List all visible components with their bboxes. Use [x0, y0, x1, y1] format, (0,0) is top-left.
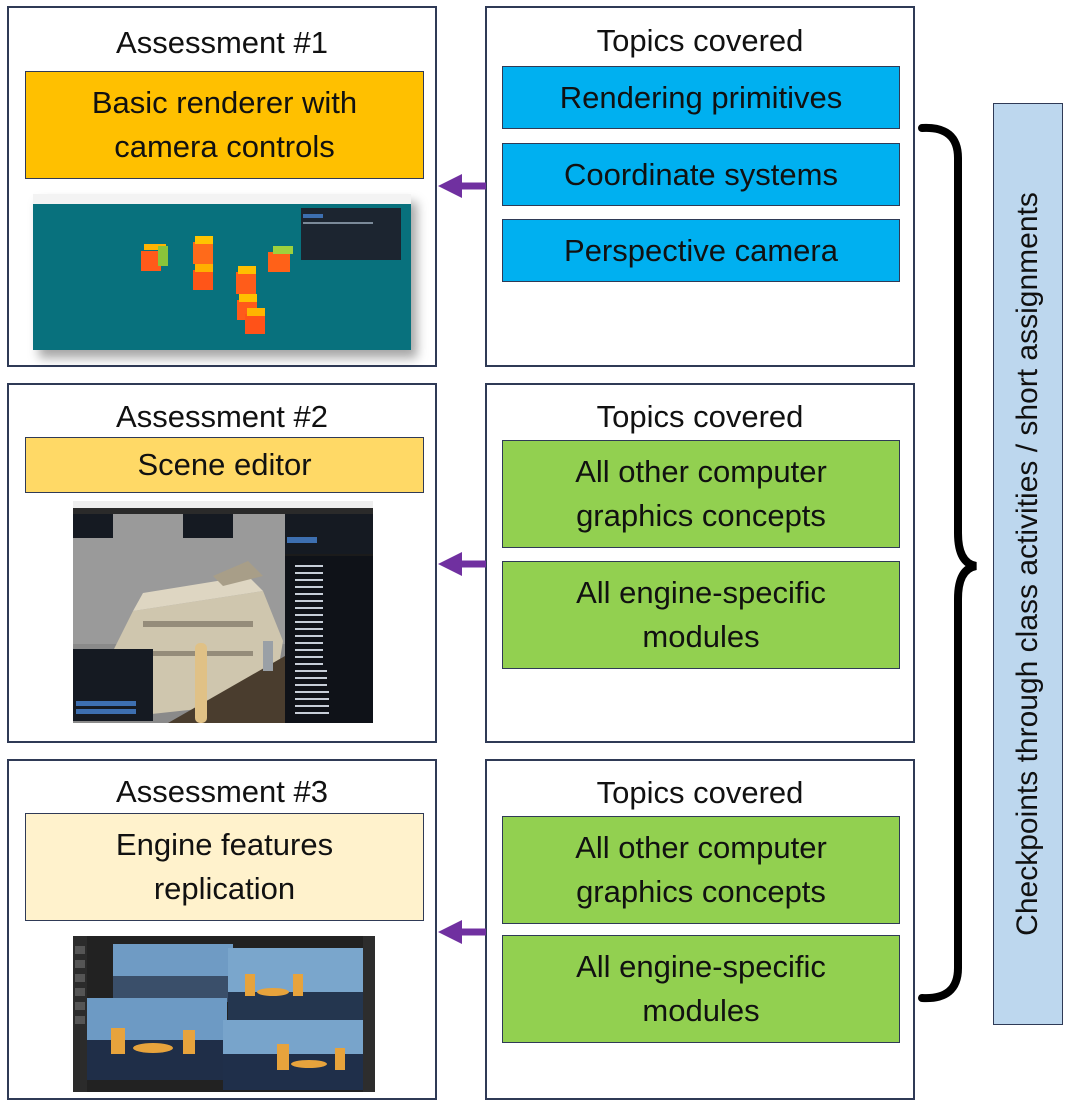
assessment-1-panel: Assessment #1 Basic renderer with camera…	[7, 6, 437, 367]
topics-2-panel: Topics covered All other computer graphi…	[485, 383, 915, 743]
assessment-1-label-line1: Basic renderer with	[91, 85, 358, 120]
arrow-left-icon	[438, 552, 486, 576]
topic-2-engine-modules: All engine-specific modules	[502, 561, 900, 669]
topics-1-panel: Topics covered Rendering primitives Coor…	[485, 6, 915, 367]
arrow-left-icon	[438, 920, 486, 944]
assessment-3-title: Assessment #3	[116, 774, 328, 809]
topic-label-line1: All other computer	[575, 830, 827, 865]
topics-3-title: Topics covered	[596, 775, 804, 810]
topic-1-rendering-primitives: Rendering primitives	[502, 66, 900, 129]
topic-label-line2: graphics concepts	[576, 874, 826, 909]
assessment-2-label-line1: Scene editor	[137, 447, 312, 482]
topic-3-engine-modules: All engine-specific modules	[502, 935, 900, 1043]
topic-label-line1: All other computer	[575, 454, 827, 489]
assessment-3-panel: Assessment #3 Engine features replicatio…	[7, 759, 437, 1100]
topic-label-line2: modules	[642, 619, 760, 654]
assessment-2-label-box: Scene editor	[25, 437, 424, 493]
checkpoints-side-label: Checkpoints through class activities / s…	[993, 103, 1063, 1025]
topic-label: Rendering primitives	[559, 79, 843, 115]
assessment-3-label-line1: Engine features	[115, 827, 334, 862]
assessment-1-label-box: Basic renderer with camera controls	[25, 71, 424, 179]
topics-1-title: Topics covered	[596, 23, 804, 58]
assessment-3-label-line2: replication	[153, 871, 296, 906]
renderer-cubes-screenshot	[33, 194, 411, 350]
assessment-2-title: Assessment #2	[116, 399, 328, 434]
arrow-left-icon	[438, 174, 486, 198]
topic-label: Perspective camera	[564, 232, 838, 268]
topic-2-graphics-concepts: All other computer graphics concepts	[502, 440, 900, 548]
topic-1-perspective-camera: Perspective camera	[502, 219, 900, 282]
right-curly-brace-icon	[918, 123, 978, 1003]
topic-1-coordinate-systems: Coordinate systems	[502, 143, 900, 206]
topics-2-title: Topics covered	[596, 399, 804, 434]
topic-label-line2: modules	[642, 993, 760, 1028]
topic-label: Coordinate systems	[564, 156, 838, 192]
topic-3-graphics-concepts: All other computer graphics concepts	[502, 816, 900, 924]
topic-label-line1: All engine-specific	[576, 575, 826, 610]
assessment-2-panel: Assessment #2 Scene editor	[7, 383, 437, 743]
assessment-1-label-line2: camera controls	[114, 129, 335, 164]
topic-label-line1: All engine-specific	[576, 949, 826, 984]
topics-3-panel: Topics covered All other computer graphi…	[485, 759, 915, 1100]
engine-features-screenshot	[73, 936, 375, 1092]
side-label-text: Checkpoints through class activities / s…	[1011, 192, 1044, 936]
scene-editor-screenshot	[73, 501, 373, 723]
assessment-3-label-box: Engine features replication	[25, 813, 424, 921]
topic-label-line2: graphics concepts	[576, 498, 826, 533]
assessment-1-title: Assessment #1	[116, 25, 328, 60]
